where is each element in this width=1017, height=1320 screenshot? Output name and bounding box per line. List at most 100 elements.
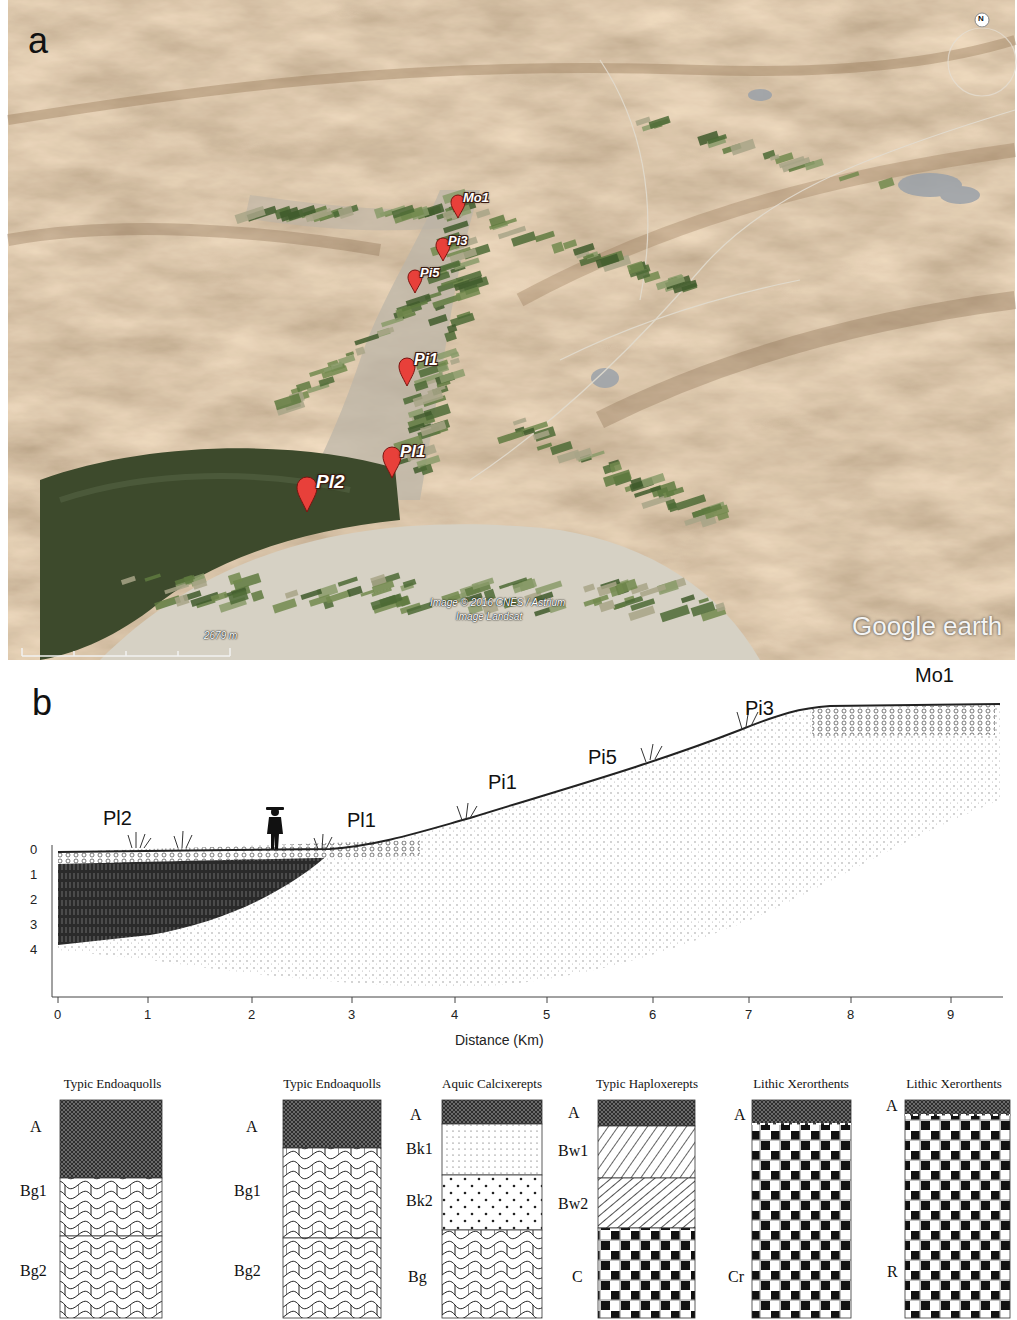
horizon-label: C	[572, 1268, 583, 1286]
field-parcel	[666, 499, 677, 510]
panel-letter: b	[32, 682, 52, 723]
field-parcel	[681, 594, 695, 603]
field-parcel	[691, 601, 716, 617]
field-parcels	[121, 116, 895, 623]
field-parcel	[174, 594, 189, 607]
horizon-label: Cr	[728, 1268, 744, 1286]
horizon-label: A	[410, 1106, 422, 1124]
site-label: Pi5	[588, 746, 617, 769]
field-parcel	[878, 177, 894, 189]
field-parcel	[707, 134, 727, 144]
field-parcel	[414, 380, 428, 391]
grass-tufts	[128, 708, 758, 849]
distance-tick: 2	[248, 1008, 255, 1023]
image-credit: Image © 2016 CNES / Astrium	[430, 597, 565, 609]
profile-title: Lithic Xerorthents	[738, 1076, 864, 1092]
map-pin-label: Pi5	[420, 266, 440, 281]
horizon-label: A	[30, 1118, 42, 1136]
field-parcel	[450, 352, 459, 359]
horizon-label: A	[734, 1106, 746, 1124]
map-pin-label: Pi1	[414, 351, 438, 369]
distance-tick: 8	[847, 1008, 854, 1023]
field-parcel	[381, 316, 404, 327]
site-label: Mo1	[915, 664, 954, 687]
field-parcel	[279, 207, 300, 222]
field-parcel	[839, 171, 860, 181]
map-pins	[297, 195, 465, 512]
depth-tick: 2	[30, 893, 37, 908]
field-parcel	[235, 206, 266, 224]
field-parcel	[392, 205, 415, 219]
distance-tick: 7	[745, 1008, 752, 1023]
field-parcel	[456, 287, 481, 302]
distance-tick: 3	[348, 1008, 355, 1023]
field-parcel	[338, 577, 358, 587]
watermark: Google earth	[852, 612, 1002, 642]
field-parcel	[427, 386, 445, 395]
horizon-label: R	[887, 1263, 898, 1281]
field-parcel	[511, 231, 536, 247]
person	[266, 807, 284, 849]
field-parcel	[296, 381, 312, 392]
horizon-label: Bk1	[406, 1140, 433, 1158]
field-parcel	[641, 473, 665, 488]
field-parcel	[338, 354, 355, 365]
field-parcel	[497, 429, 524, 444]
distance-tick: 1	[144, 1008, 151, 1023]
horizon-label: Bg2	[234, 1262, 261, 1280]
field-parcel	[347, 586, 363, 597]
profile-column: Lithic Xerorthents	[895, 1076, 1013, 1320]
field-parcel	[613, 603, 626, 610]
field-parcel	[513, 418, 527, 426]
field-parcel	[472, 577, 495, 589]
field-parcel	[649, 116, 671, 129]
field-parcel	[354, 334, 379, 346]
horizon-label: Bg2	[20, 1262, 47, 1280]
field-parcel	[377, 327, 394, 337]
field-parcel	[144, 573, 160, 581]
scale-label: 2679 m	[204, 630, 237, 642]
field-parcel	[420, 464, 433, 476]
satellite-image	[8, 0, 1016, 660]
field-parcel	[403, 579, 417, 588]
field-parcel	[609, 461, 622, 473]
field-parcel	[274, 393, 302, 410]
horizon-label: A	[568, 1104, 580, 1122]
map-pin-label: Mo1	[463, 191, 489, 206]
depth-tick: 0	[30, 843, 37, 858]
distance-tick: 4	[451, 1008, 458, 1023]
field-parcel	[420, 421, 447, 436]
field-parcel	[533, 430, 550, 440]
field-parcel	[656, 275, 685, 290]
horizon-label: Bw1	[558, 1142, 588, 1160]
field-parcel	[512, 578, 537, 593]
site-label: Pi3	[745, 697, 774, 720]
depth-tick: 1	[30, 868, 37, 883]
profile-title: Lithic Xerorthents	[895, 1076, 1013, 1092]
profile-title: Typic Haploxerepts	[586, 1076, 708, 1092]
field-parcel	[438, 359, 449, 367]
field-parcel	[370, 595, 397, 610]
site-label: Pl2	[103, 807, 132, 830]
field-parcel	[628, 605, 655, 620]
field-parcel	[779, 156, 805, 168]
distance-tick: 6	[649, 1008, 656, 1023]
field-parcel	[355, 347, 365, 356]
field-parcel	[730, 139, 756, 156]
distance-tick: 5	[543, 1008, 550, 1023]
field-parcel	[535, 580, 562, 594]
panel-letter: a	[28, 20, 48, 61]
compass	[948, 13, 1016, 96]
profile-column: Typic Endoaquolls	[268, 1076, 396, 1320]
field-parcel	[635, 117, 650, 126]
field-parcel	[428, 314, 448, 326]
field-parcel	[715, 602, 725, 612]
field-parcel	[666, 487, 685, 498]
field-parcel	[537, 442, 553, 450]
field-parcel	[599, 600, 616, 613]
map-pin-label: Pl2	[316, 471, 345, 493]
profile-column: Lithic Xerorthents	[738, 1076, 864, 1320]
profile-title: Aquic Calcixerepts	[430, 1076, 554, 1092]
